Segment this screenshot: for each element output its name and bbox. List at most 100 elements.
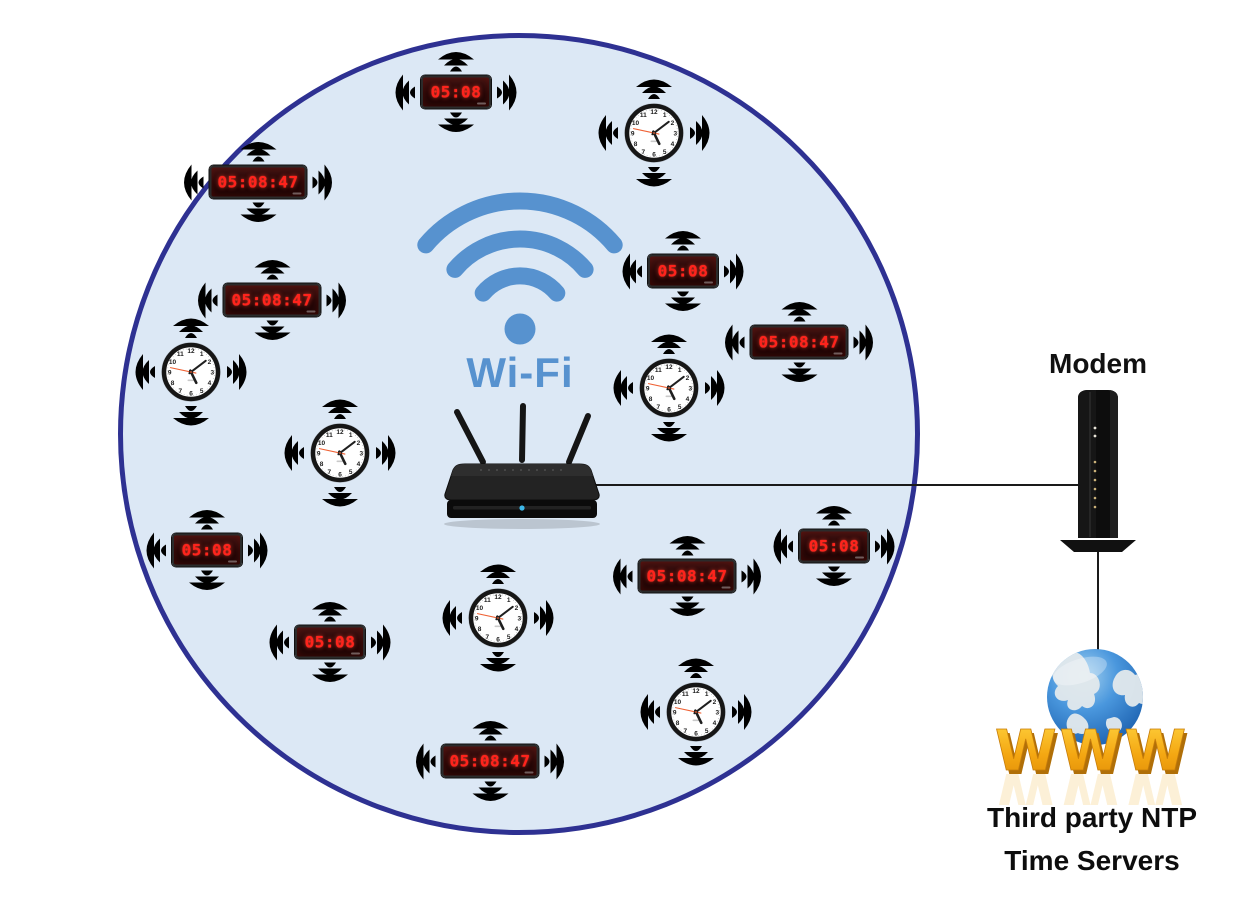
svg-text:4: 4 xyxy=(686,396,690,403)
radio-waves-icon xyxy=(254,320,290,340)
radio-waves-icon xyxy=(781,302,817,322)
radio-waves-icon xyxy=(665,231,701,251)
clock-brand-mark xyxy=(692,719,700,722)
radio-waves-icon xyxy=(497,74,517,110)
clock-brand-mark xyxy=(477,102,486,105)
svg-text:5: 5 xyxy=(705,728,709,735)
radio-waves-icon xyxy=(622,253,642,289)
svg-text:7: 7 xyxy=(657,404,661,411)
www-text-reflection: WWW xyxy=(995,760,1189,805)
wifi-icon xyxy=(417,192,623,345)
svg-text:9: 9 xyxy=(631,130,635,137)
svg-text:3: 3 xyxy=(688,385,692,392)
radio-waves-icon xyxy=(636,79,672,99)
modem-label: Modem xyxy=(1049,348,1147,379)
svg-text:8: 8 xyxy=(634,141,638,148)
svg-text:10: 10 xyxy=(674,699,682,706)
svg-text:2: 2 xyxy=(686,375,690,382)
digital-wifi-clock: 05:08 xyxy=(146,510,268,590)
clock-brand-mark xyxy=(721,586,731,589)
digital-clock-bezel: 05:08 xyxy=(172,533,242,567)
radio-waves-icon xyxy=(240,142,276,162)
svg-text:4: 4 xyxy=(208,380,212,387)
svg-text:12: 12 xyxy=(650,109,658,116)
digital-time: 05:08 xyxy=(808,536,860,556)
svg-text:4: 4 xyxy=(515,626,519,633)
digital-wifi-clock: 05:08:47 xyxy=(725,302,873,382)
digital-clock-bezel: 05:08 xyxy=(648,254,718,288)
digital-wifi-clock: 05:08:47 xyxy=(416,721,564,801)
radio-waves-icon xyxy=(636,167,672,187)
radio-waves-icon xyxy=(312,164,332,200)
radio-waves-icon xyxy=(254,260,290,280)
svg-text:11: 11 xyxy=(484,597,491,604)
radio-waves-icon xyxy=(322,399,358,419)
svg-text:5: 5 xyxy=(663,149,667,156)
digital-clock-bezel: 05:08 xyxy=(295,625,365,659)
digital-wifi-clock: 05:08 xyxy=(395,52,517,132)
radio-waves-icon xyxy=(184,164,204,200)
svg-text:10: 10 xyxy=(318,440,326,447)
clock-brand-mark xyxy=(306,310,316,313)
svg-text:3: 3 xyxy=(715,709,719,716)
svg-text:6: 6 xyxy=(694,731,698,738)
radio-waves-icon xyxy=(725,324,745,360)
radio-waves-icon xyxy=(312,602,348,622)
radio-waves-icon xyxy=(189,510,225,530)
radio-waves-icon xyxy=(438,52,474,72)
svg-text:9: 9 xyxy=(317,450,321,457)
svg-text:2: 2 xyxy=(515,605,519,612)
svg-text:9: 9 xyxy=(673,709,677,716)
connection-line-router-modem xyxy=(590,484,1078,486)
radio-waves-icon xyxy=(665,291,701,311)
radio-waves-icon xyxy=(472,781,508,801)
clock-brand-mark xyxy=(292,192,302,195)
digital-time: 05:08:47 xyxy=(758,332,840,352)
svg-text:11: 11 xyxy=(640,112,647,119)
radio-waves-icon xyxy=(322,487,358,507)
clock-brand-mark xyxy=(524,771,534,774)
clock-brand-mark xyxy=(833,352,843,355)
radio-waves-icon xyxy=(690,115,710,151)
ntp-caption-line1: Third party NTP xyxy=(986,802,1197,833)
svg-text:11: 11 xyxy=(682,691,689,698)
digital-clock-bezel: 05:08:47 xyxy=(638,559,736,593)
radio-waves-icon xyxy=(613,558,633,594)
radio-waves-icon xyxy=(240,202,276,222)
radio-waves-icon xyxy=(480,652,516,672)
radio-waves-icon xyxy=(875,528,895,564)
svg-text:5: 5 xyxy=(507,634,511,641)
svg-text:7: 7 xyxy=(642,149,646,156)
svg-text:9: 9 xyxy=(168,369,172,376)
svg-text:4: 4 xyxy=(671,141,675,148)
svg-text:11: 11 xyxy=(177,351,184,358)
svg-text:12: 12 xyxy=(692,688,700,695)
radio-waves-icon xyxy=(640,694,660,730)
digital-wifi-clock: 05:08:47 xyxy=(198,260,346,340)
svg-text:11: 11 xyxy=(326,432,333,439)
radio-waves-icon xyxy=(395,74,415,110)
clock-brand-mark xyxy=(351,652,360,655)
svg-text:4: 4 xyxy=(713,720,717,727)
svg-text:7: 7 xyxy=(179,388,183,395)
digital-clock-bezel: 05:08:47 xyxy=(223,283,321,317)
radio-waves-icon xyxy=(269,624,289,660)
www-globe-icon: WWW WWW WWW xyxy=(994,649,1189,805)
svg-text:5: 5 xyxy=(200,388,204,395)
svg-text:2: 2 xyxy=(357,440,361,447)
radio-waves-icon xyxy=(284,435,304,471)
radio-waves-icon xyxy=(135,354,155,390)
radio-waves-icon xyxy=(312,662,348,682)
svg-text:10: 10 xyxy=(476,605,484,612)
modem-icon xyxy=(1060,390,1136,552)
radio-waves-icon xyxy=(376,435,396,471)
svg-text:12: 12 xyxy=(336,429,344,436)
